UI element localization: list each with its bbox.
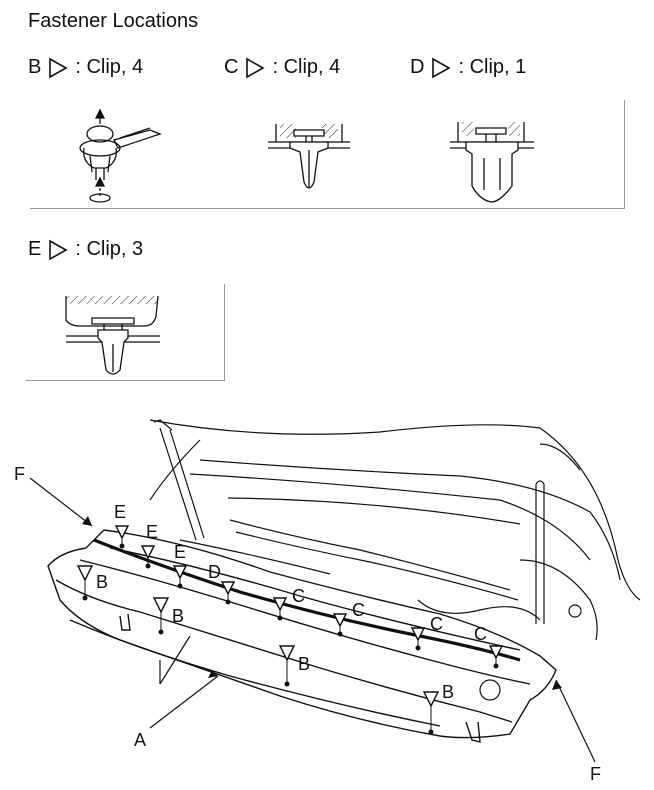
label-e: E: [114, 502, 126, 522]
clip-pull-icon: [79, 108, 162, 203]
legend-text: : Clip, 3: [75, 238, 144, 260]
label-a: A: [134, 730, 146, 750]
marker-b-2: [152, 597, 170, 614]
marker-b-1: [76, 565, 94, 582]
label-c: C: [292, 586, 305, 606]
clip-stems: [84, 538, 497, 732]
legend-text: : Clip, 4: [75, 56, 144, 78]
marker-e-1: [114, 525, 130, 540]
marker-c-2: [332, 613, 348, 628]
marker-c-4: [488, 645, 504, 660]
marker-b-4: [422, 691, 440, 708]
label-b: B: [442, 682, 454, 702]
clip-grommet-icon: [450, 122, 534, 203]
clip-push-icon: [64, 295, 160, 375]
label-e: E: [174, 542, 186, 562]
label-b: B: [172, 606, 184, 626]
marker-c-1: [272, 597, 288, 612]
clip-detail-frame: [30, 100, 625, 209]
label-e: E: [146, 522, 158, 542]
legend-letter: E: [28, 238, 42, 260]
triangle-marker-icon: [246, 57, 266, 78]
legend-letter: B: [28, 56, 42, 78]
triangle-marker-icon: [49, 57, 68, 78]
legend-e: E : Clip, 3: [28, 238, 143, 261]
label-c: C: [430, 614, 443, 634]
clip-markers: [76, 525, 504, 708]
marker-d-1: [220, 581, 236, 596]
legend-text: : Clip, 1: [458, 56, 527, 78]
marker-e-3: [172, 565, 188, 580]
legend-c: C : Clip, 4: [224, 56, 340, 79]
arrowhead-icon: [552, 680, 562, 690]
legend-text: : Clip, 4: [272, 56, 341, 78]
leader-lines: [29, 477, 596, 763]
label-b: B: [298, 654, 310, 674]
clip-pin-icon: [268, 124, 350, 189]
triangle-marker-icon: [432, 57, 452, 78]
legend-b: B : Clip, 4: [28, 56, 143, 79]
legend-d: D : Clip, 1: [410, 56, 526, 79]
arrowhead-icon: [82, 516, 92, 526]
label-c: C: [352, 600, 365, 620]
marker-b-3: [278, 645, 296, 662]
engine-bay-outline: [149, 419, 641, 701]
clip-e-detail-frame: [26, 284, 225, 381]
page-title: Fastener Locations: [28, 10, 199, 32]
arrowhead-icon: [208, 670, 218, 678]
label-d: D: [208, 562, 221, 582]
label-f: F: [14, 464, 25, 484]
label-f: F: [590, 764, 601, 784]
legend-letter: D: [410, 56, 425, 78]
label-b: B: [96, 572, 108, 592]
marker-c-3: [410, 627, 426, 642]
label-c: C: [474, 624, 487, 644]
legend-letter: C: [224, 56, 239, 78]
cowl-louver-part: [47, 529, 557, 743]
triangle-marker-icon: [49, 239, 68, 260]
seal-strip: [93, 538, 521, 662]
marker-e-2: [140, 545, 156, 560]
